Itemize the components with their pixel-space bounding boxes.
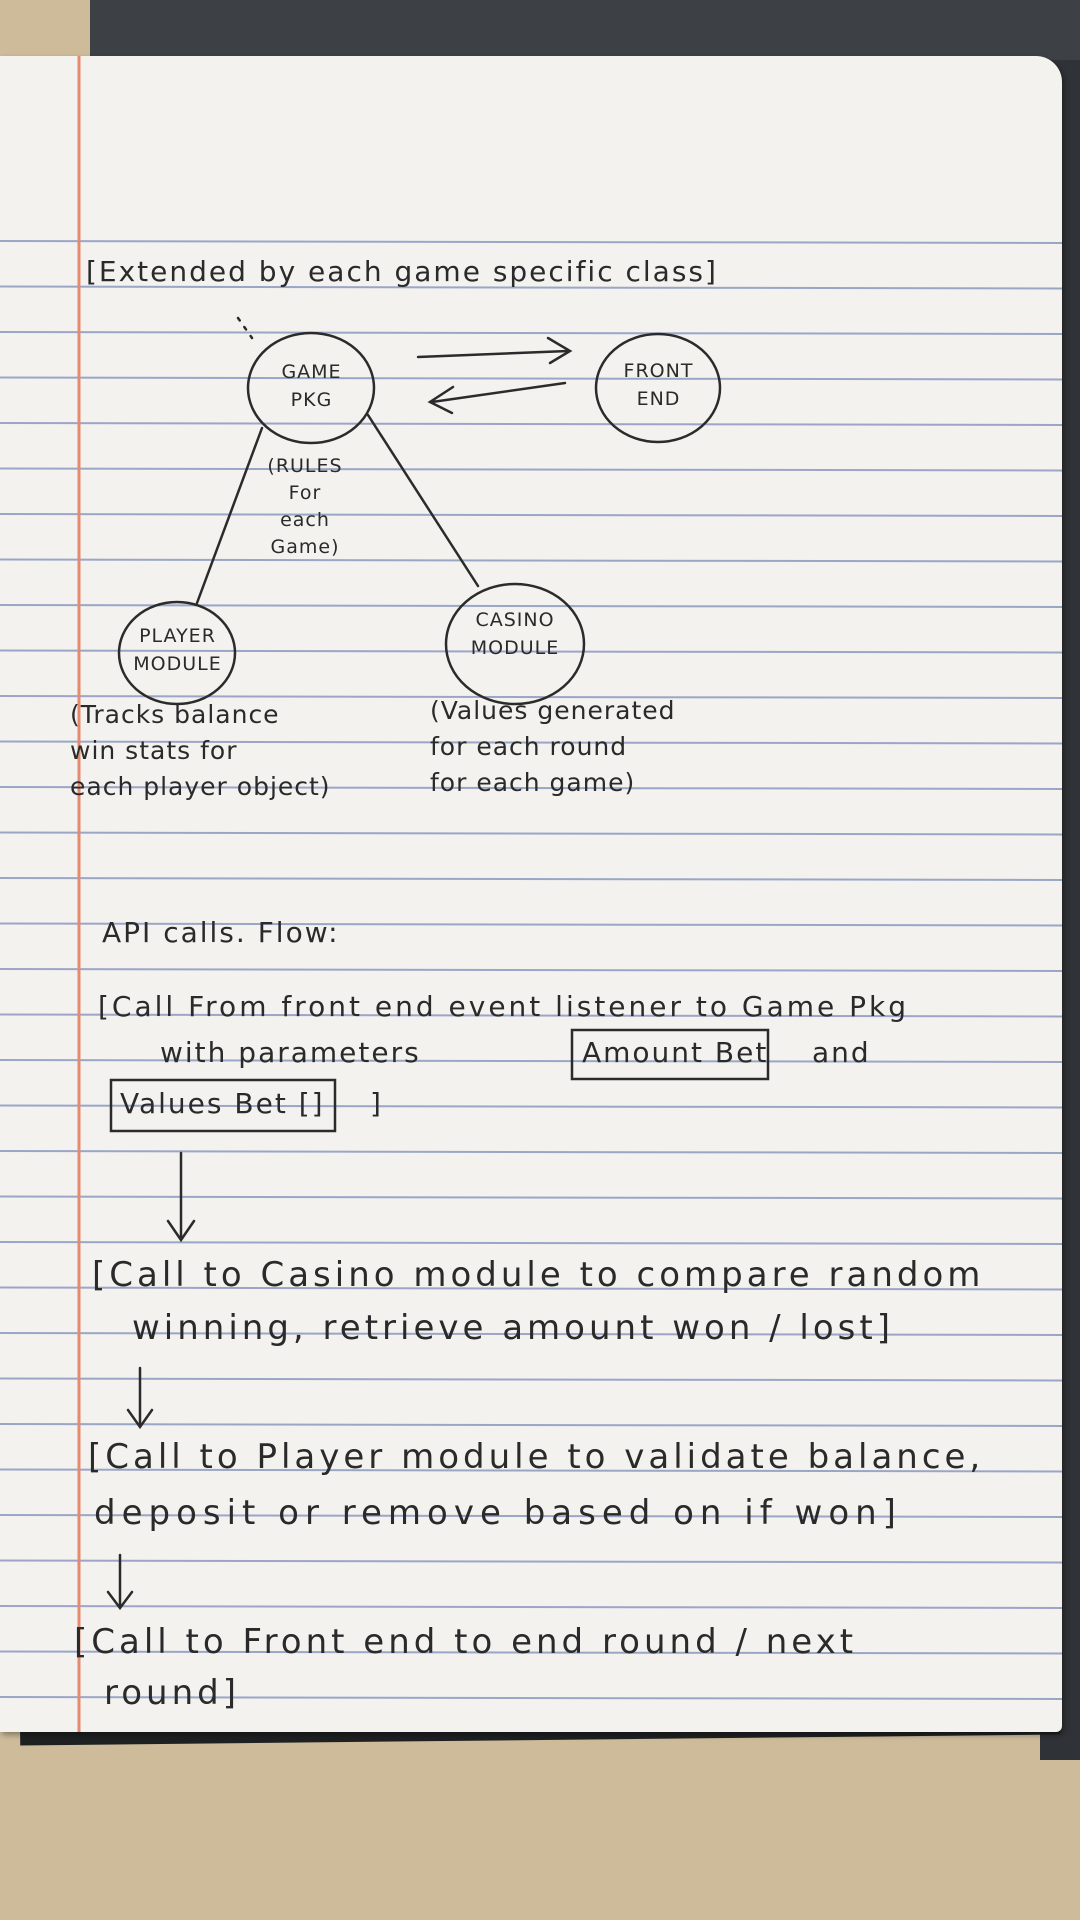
ruled-line bbox=[0, 1696, 1062, 1700]
values-bet-param: Values Bet [] bbox=[120, 1087, 325, 1120]
flow-arrow-3 bbox=[106, 1553, 134, 1611]
amount-bet-box bbox=[570, 1028, 770, 1081]
game-to-player-link bbox=[195, 426, 264, 605]
notebook-page bbox=[0, 56, 1062, 1732]
game-pkg-label: GAME PKG bbox=[281, 361, 342, 411]
player-module-note: (Tracks balance win stats for each playe… bbox=[70, 700, 331, 801]
ruled-line bbox=[0, 877, 1062, 881]
ruled-line bbox=[0, 786, 1062, 790]
ruled-line bbox=[0, 922, 1062, 927]
api-flow-title: API calls. Flow: bbox=[102, 916, 340, 949]
front-end-label: FRONT END bbox=[623, 360, 694, 410]
ruled-line bbox=[0, 1150, 1062, 1154]
ruled-line bbox=[0, 558, 1062, 563]
ruled-line bbox=[0, 1195, 1062, 1200]
game-pkg-node bbox=[246, 331, 376, 445]
flow-arrow-2 bbox=[126, 1366, 154, 1430]
step3-line1: [Call to Player module to validate balan… bbox=[88, 1437, 985, 1477]
player-module-label: PLAYER MODULE bbox=[133, 625, 222, 675]
values-bet-box bbox=[109, 1078, 337, 1133]
ruled-line bbox=[0, 240, 1062, 244]
ruled-line bbox=[0, 1104, 1062, 1109]
ruled-line bbox=[0, 422, 1062, 426]
ruled-line bbox=[0, 331, 1062, 335]
arrow-to-game-pkg bbox=[427, 381, 567, 415]
ruled-lines bbox=[0, 56, 1062, 1732]
flow-arrow-1 bbox=[166, 1151, 196, 1243]
front-end-node bbox=[594, 332, 722, 444]
step2-line2: winning, retrieve amount won / lost] bbox=[132, 1308, 894, 1348]
ruled-line bbox=[0, 1059, 1062, 1063]
ruled-line bbox=[0, 649, 1062, 654]
step4-line2: round] bbox=[104, 1673, 240, 1713]
step3-line2: deposit or remove based on if won] bbox=[94, 1493, 902, 1533]
dotted-extends-line bbox=[236, 316, 254, 340]
game-to-casino-link bbox=[366, 413, 480, 588]
ruled-line bbox=[0, 831, 1062, 836]
ruled-line bbox=[0, 1241, 1062, 1245]
casino-module-label: CASINO MODULE bbox=[470, 609, 560, 659]
ruled-line bbox=[0, 604, 1062, 608]
diagram-header: [Extended by each game specific class] bbox=[86, 255, 718, 288]
step1-line2-prefix: with parameters bbox=[160, 1036, 421, 1069]
ruled-line bbox=[0, 968, 1062, 972]
ruled-line bbox=[0, 513, 1062, 517]
ruled-line bbox=[0, 1332, 1062, 1336]
step1-line1: [Call From front end event listener to G… bbox=[98, 990, 910, 1023]
ruled-line bbox=[0, 740, 1062, 745]
ruled-line bbox=[0, 1514, 1062, 1518]
casino-module-note: (Values generated for each round for eac… bbox=[430, 696, 676, 797]
step4-line1: [Call to Front end to end round / next bbox=[74, 1622, 858, 1662]
ruled-line bbox=[0, 1013, 1062, 1018]
ruled-line bbox=[0, 285, 1062, 290]
step1-closing: ] bbox=[370, 1087, 383, 1120]
ruled-line bbox=[0, 1650, 1062, 1655]
player-module-node bbox=[117, 600, 237, 706]
ruled-line bbox=[0, 1468, 1062, 1473]
step2-line1: [Call to Casino module to compare random bbox=[92, 1255, 985, 1295]
amount-bet-param: Amount Bet bbox=[582, 1036, 769, 1069]
ruled-line bbox=[0, 1559, 1062, 1564]
ruled-line bbox=[0, 1605, 1062, 1609]
ruled-line bbox=[0, 695, 1062, 699]
ruled-line bbox=[0, 1377, 1062, 1382]
ruled-line bbox=[0, 467, 1062, 472]
game-rules-note: (RULES For each Game) bbox=[267, 455, 343, 558]
ruled-line bbox=[0, 1423, 1062, 1427]
ruled-line bbox=[0, 1286, 1062, 1291]
arrow-to-front-end bbox=[416, 336, 573, 365]
casino-module-node bbox=[444, 582, 586, 706]
ruled-line bbox=[0, 376, 1062, 381]
step1-line2-suffix: and bbox=[812, 1036, 871, 1069]
